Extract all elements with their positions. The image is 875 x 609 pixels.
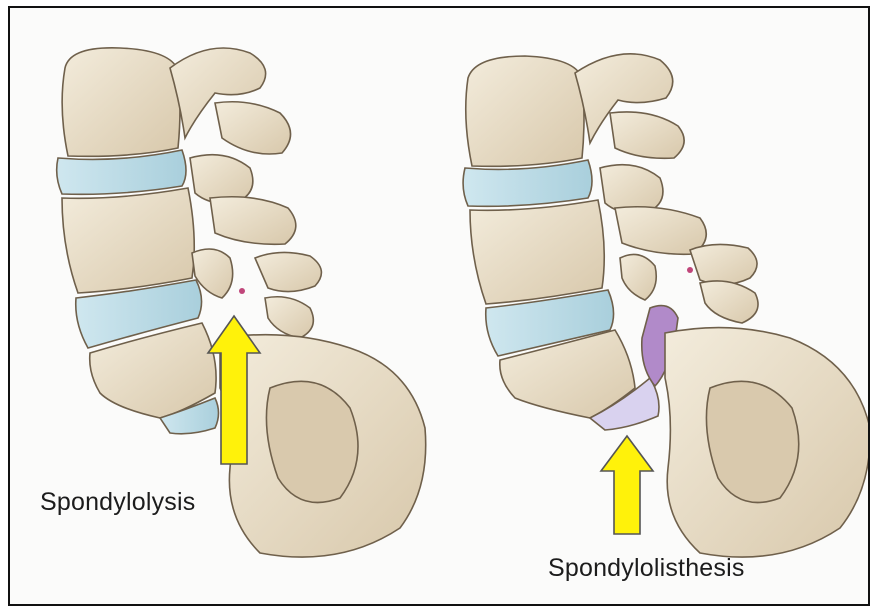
label-spondylolysis: Spondylolysis <box>40 488 195 517</box>
articular-process <box>615 207 706 255</box>
figure-frame: Spondylolysis Spondylolisthesis <box>8 6 870 606</box>
lamina <box>700 281 758 323</box>
right-spine <box>463 54 870 557</box>
spinous-process <box>190 155 253 204</box>
vertebra-body <box>466 56 584 166</box>
vertebra-body <box>62 48 180 157</box>
pars-defect-marker <box>239 288 245 294</box>
pars-defect-marker <box>687 267 693 273</box>
articular-process <box>610 112 684 158</box>
left-spine <box>57 48 426 557</box>
articular-process <box>215 102 291 154</box>
lamina <box>265 297 313 338</box>
articular-process <box>210 197 296 245</box>
lamina <box>255 252 321 291</box>
vertebra-body <box>470 200 604 304</box>
label-spondylolisthesis: Spondylolisthesis <box>548 554 745 583</box>
lamina <box>620 254 656 300</box>
lamina <box>690 244 757 284</box>
vertebra-body <box>62 188 194 293</box>
yellow-arrow-up <box>601 436 653 534</box>
